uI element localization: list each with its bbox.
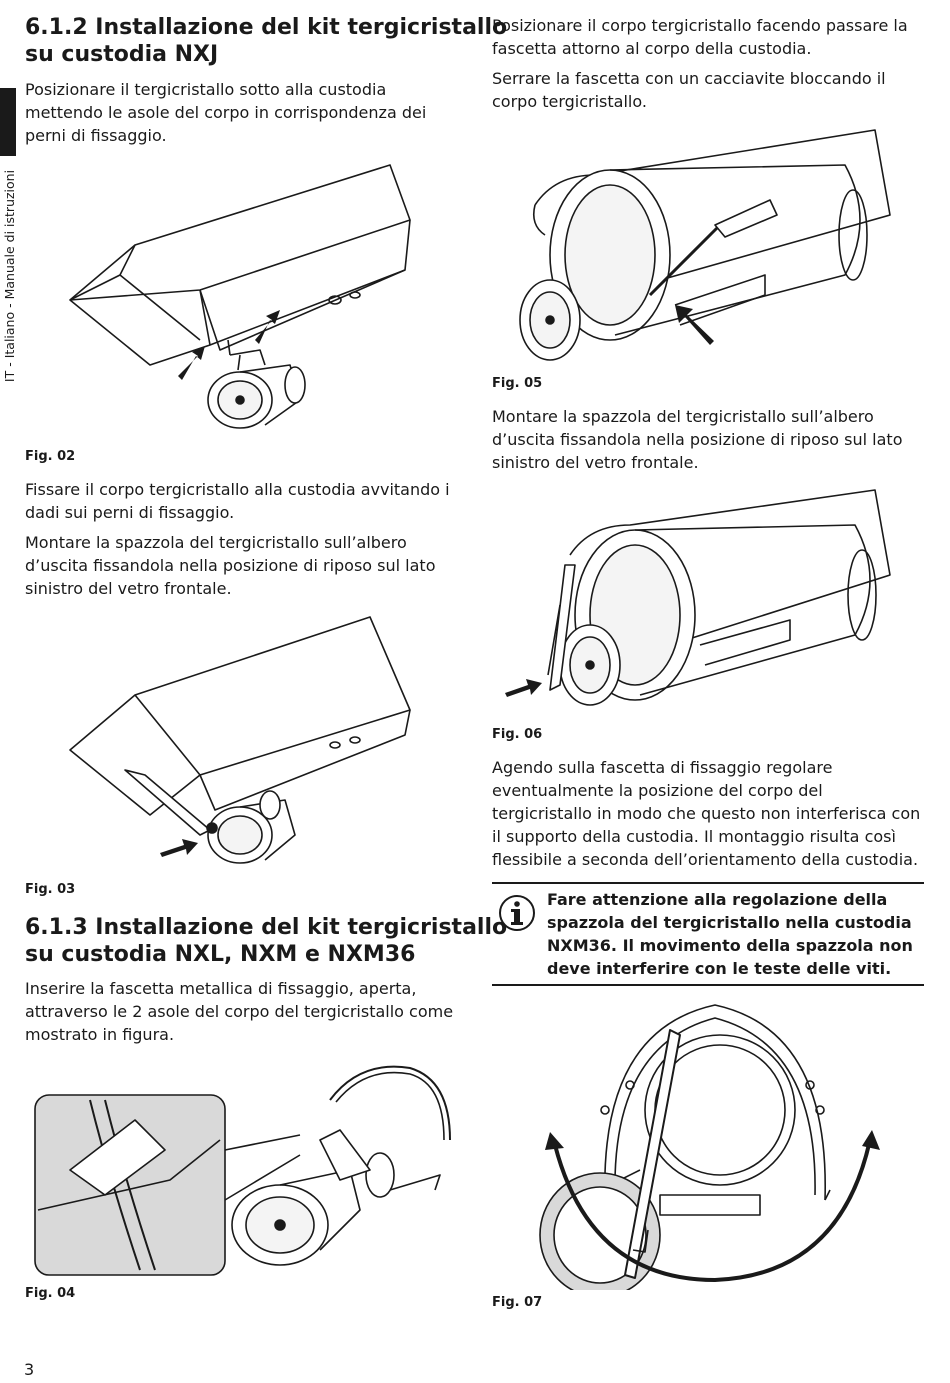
- paragraph-fix-body: Fissare il corpo tergicristallo alla cus…: [25, 480, 450, 522]
- figure-05-illustration: [519, 129, 891, 361]
- paragraph-mount-brush-right: Montare la spazzola del tergicristallo s…: [492, 407, 903, 472]
- paragraph-insert-strap: Inserire la fascetta metallica di fissag…: [25, 979, 454, 1044]
- figure-04-illustration: [34, 1065, 451, 1276]
- figure-06-caption: Fig. 06: [492, 727, 543, 742]
- paragraph-tighten-strap: Serrare la fascetta con un cacciavite bl…: [492, 69, 886, 111]
- figure-07-caption: Fig. 07: [492, 1295, 543, 1310]
- paragraph-mount-brush: Montare la spazzola del tergicristallo s…: [25, 533, 436, 598]
- figure-05-caption: Fig. 05: [492, 376, 543, 391]
- figure-07-illustration: [539, 1004, 880, 1290]
- side-tab-marker: [0, 88, 16, 156]
- figure-04-caption: Fig. 04: [25, 1286, 76, 1301]
- paragraph-adjust-strap: Agendo sulla fascetta di fissaggio regol…: [492, 758, 921, 869]
- paragraph-position-wiper: Posizionare il tergicristallo sotto alla…: [25, 80, 427, 145]
- info-icon: [499, 895, 535, 931]
- paragraph-position-body-strap: Posizionare il corpo tergicristallo face…: [492, 16, 908, 58]
- figure-03-illustration: [69, 616, 411, 864]
- figure-02-illustration: [69, 164, 411, 429]
- attention-note: Fare attenzione alla regolazione della s…: [492, 882, 924, 986]
- page-number: 3: [24, 1360, 35, 1379]
- section-heading-613: 6.1.3 Installazione del kit tergicristal…: [25, 915, 508, 967]
- section-heading-612: 6.1.2 Installazione del kit tergicristal…: [25, 15, 508, 67]
- side-label: IT - Italiano - Manuale di istruzioni: [2, 169, 17, 383]
- figure-06-illustration: [505, 489, 891, 706]
- figure-03-caption: Fig. 03: [25, 882, 76, 897]
- note-text: Fare attenzione alla regolazione della s…: [547, 890, 913, 978]
- figure-02-caption: Fig. 02: [25, 449, 76, 464]
